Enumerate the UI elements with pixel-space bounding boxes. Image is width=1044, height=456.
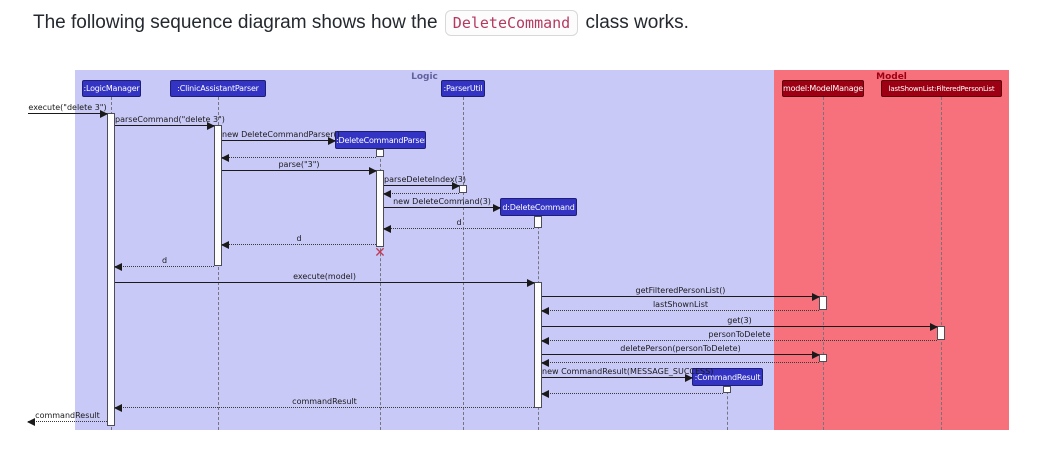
return-unlabeled-1	[221, 154, 376, 162]
message-execute-delete: execute("delete 3")	[28, 103, 108, 118]
arrowhead-icon	[114, 404, 122, 412]
message-label: execute(model)	[293, 272, 356, 281]
return-unlabeled-4	[541, 390, 723, 398]
return-commandresult-1: commandResult	[114, 397, 534, 412]
message-label: parseDeleteIndex(3)	[384, 175, 466, 184]
participant-parserutil: :ParserUtil	[441, 80, 485, 97]
arrowhead-icon	[812, 293, 820, 301]
arrowhead-icon	[369, 167, 377, 175]
message-new-deletecommandparser: new DeleteCommandParser()	[222, 130, 340, 145]
arrowhead-icon	[207, 122, 215, 130]
message-label: commandResult	[35, 411, 100, 420]
participant-filteredpersonlist: lastShownList:FilteredPersonList	[881, 80, 1002, 97]
arrowhead-icon	[493, 204, 501, 212]
message-label: commandResult	[292, 397, 357, 406]
message-parse: parse("3")	[222, 160, 377, 175]
message-label: execute("delete 3")	[28, 103, 107, 112]
arrowhead-icon	[812, 351, 820, 359]
activation-deletecommand-create	[534, 216, 542, 228]
arrowhead-icon	[383, 225, 391, 233]
return-d-1: d	[383, 218, 534, 233]
return-unlabeled-2	[383, 190, 459, 198]
arrowhead-icon	[541, 359, 549, 367]
message-getfilteredpersonlist: getFilteredPersonList()	[542, 286, 820, 301]
return-lastshownlist: lastShownList	[541, 300, 819, 315]
message-parsecommand: parseCommand("delete 3")	[115, 115, 225, 130]
arrowhead-icon	[114, 263, 122, 271]
inline-code-deletecommand: DeleteCommand	[444, 10, 579, 36]
message-label: parse("3")	[278, 160, 320, 169]
activation-commandresult	[723, 386, 731, 393]
message-label: get(3)	[727, 316, 752, 325]
arrowhead-icon	[930, 323, 938, 331]
message-label: lastShownList	[652, 300, 709, 309]
message-label: new DeleteCommand(3)	[393, 197, 491, 206]
activation-deletecommand	[534, 282, 542, 408]
message-execute-model: execute(model)	[115, 272, 535, 287]
participant-deletecommand: d:DeleteCommand	[500, 198, 577, 216]
participant-deletecommandparser: :DeleteCommandParser	[335, 131, 426, 149]
arrowhead-icon	[100, 110, 108, 118]
message-label: parseCommand("delete 3")	[115, 115, 225, 124]
message-label: personToDelete	[708, 330, 771, 339]
message-get3: get(3)	[542, 316, 938, 331]
message-label: getFilteredPersonList()	[635, 286, 726, 295]
message-label: deletePerson(personToDelete)	[620, 344, 741, 353]
return-d-2: d	[221, 234, 376, 249]
activation-parserutil	[459, 185, 467, 193]
lifeline-commandresult	[727, 386, 728, 430]
frame-logic-label: Logic	[411, 72, 438, 82]
lifeline-modelmanager	[823, 97, 824, 430]
lifeline-parserutil	[463, 97, 464, 430]
intro-sentence: The following sequence diagram shows how…	[33, 10, 689, 36]
arrowhead-icon	[27, 418, 35, 426]
activation-modelmanager-1	[819, 296, 827, 310]
destroy-icon: ✕	[374, 245, 386, 261]
intro-text-before: The following sequence diagram shows how…	[33, 12, 443, 33]
arrowhead-icon	[685, 374, 693, 382]
arrowhead-icon	[541, 337, 549, 345]
arrowhead-icon	[452, 182, 460, 190]
frame-model	[774, 70, 1009, 430]
activation-deletecommandparser	[376, 170, 384, 247]
frame-model-label: Model	[876, 72, 907, 82]
return-d-3: d	[114, 256, 214, 271]
activation-modelmanager-2	[819, 354, 827, 362]
return-persontodelete: personToDelete	[541, 330, 937, 345]
return-commandresult-2: commandResult	[27, 411, 107, 426]
message-deleteperson: deletePerson(personToDelete)	[542, 344, 820, 359]
message-label: d	[296, 234, 302, 243]
message-new-deletecommand: new DeleteCommand(3)	[384, 197, 501, 212]
participant-clinicassistantparser: :ClinicAssistantParser	[170, 80, 266, 97]
message-label: d	[456, 218, 462, 227]
arrowhead-icon	[221, 154, 229, 162]
message-new-commandresult: new CommandResult(MESSAGE_SUCCESS)	[542, 367, 713, 382]
activation-deletecommandparser-create	[376, 149, 384, 157]
arrowhead-icon	[328, 137, 336, 145]
message-parsedeleteindex: parseDeleteIndex(3)	[384, 175, 466, 190]
message-label: new DeleteCommandParser()	[222, 130, 340, 139]
message-label: d	[161, 256, 168, 265]
intro-text-after: class works.	[580, 12, 689, 33]
participant-modelmanager: model:ModelManager	[782, 80, 864, 97]
arrowhead-icon	[527, 279, 535, 287]
arrowhead-icon	[541, 390, 549, 398]
lifeline-deletecommandparser	[380, 149, 381, 430]
participant-logicmanager: :LogicManager	[82, 80, 141, 97]
return-unlabeled-3	[541, 359, 819, 367]
frame-logic	[75, 70, 774, 430]
arrowhead-icon	[221, 241, 229, 249]
lifeline-filteredpersonlist	[941, 97, 942, 430]
message-label: new CommandResult(MESSAGE_SUCCESS)	[542, 367, 714, 376]
activation-filteredpersonlist	[937, 326, 945, 340]
arrowhead-icon	[541, 307, 549, 315]
arrowhead-icon	[383, 190, 391, 198]
activation-clinicassistantparser	[214, 125, 222, 266]
